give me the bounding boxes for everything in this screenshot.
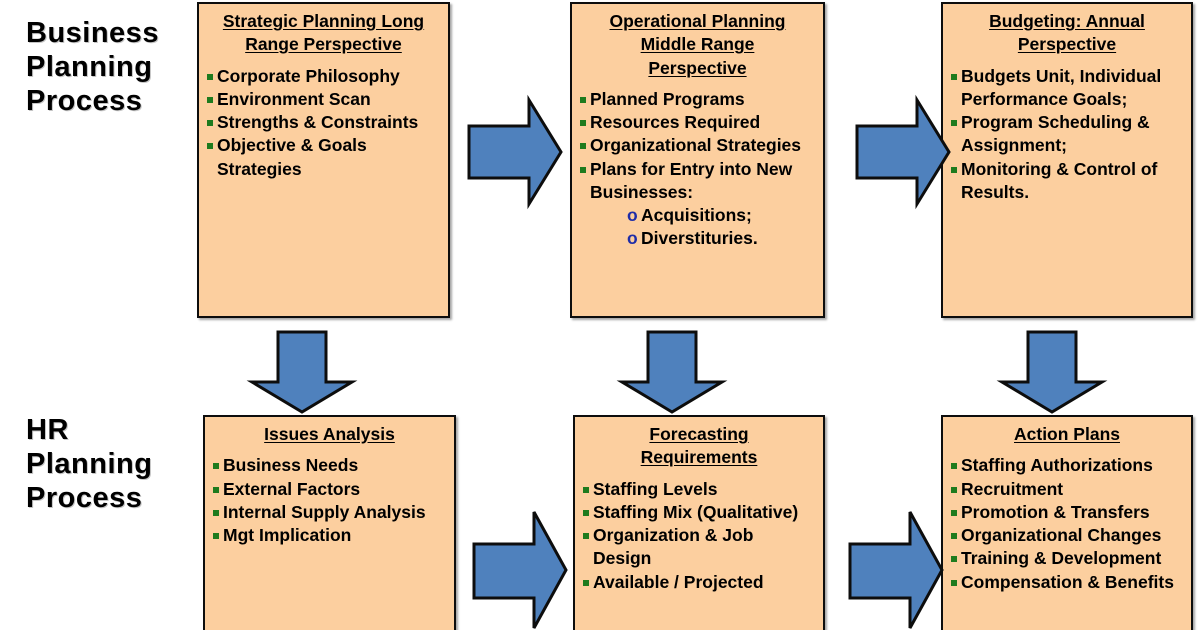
list-item: Environment Scan xyxy=(206,88,441,111)
list-item: Organizational Strategies xyxy=(579,134,816,157)
list-item: Promotion & Transfers xyxy=(950,501,1184,524)
arrow-operational-to-budgeting-icon xyxy=(855,94,951,210)
list-item: Staffing Mix (Qualitative) xyxy=(582,501,816,524)
box-forecasting-requirements[interactable]: Forecasting Requirements Staffing Levels… xyxy=(573,415,825,630)
list-item: Internal Supply Analysis xyxy=(212,501,447,524)
list-item: Strengths & Constraints xyxy=(206,111,441,134)
list-item: Budgets Unit, Individual Performance Goa… xyxy=(950,65,1184,112)
arrow-operational-to-forecasting-icon xyxy=(616,330,728,414)
list-item: Staffing Authorizations xyxy=(950,454,1184,477)
list-item: Diverstituries. xyxy=(579,227,816,251)
list-item: Resources Required xyxy=(579,111,816,134)
box-title-action-plans: Action Plans xyxy=(1014,424,1120,444)
list-item: External Factors xyxy=(212,478,447,501)
box-strategic-planning[interactable]: Strategic Planning Long Range Perspectiv… xyxy=(197,2,450,318)
list-item: Planned Programs xyxy=(579,88,816,111)
arrow-forecasting-to-action-icon xyxy=(848,510,944,630)
box-title-budgeting-annual: Budgeting: Annual Perspective xyxy=(989,11,1145,55)
list-item: Objective & Goals Strategies xyxy=(206,134,441,181)
box-title-strategic-planning: Strategic Planning Long Range Perspectiv… xyxy=(222,11,425,55)
list-item: Business Needs xyxy=(212,454,447,477)
list-item: Plans for Entry into New Businesses: xyxy=(579,158,816,205)
arrow-budgeting-to-action-icon xyxy=(996,330,1108,414)
list-item: Program Scheduling & Assignment; xyxy=(950,111,1184,158)
list-item: Recruitment xyxy=(950,478,1184,501)
list-item: Corporate Philosophy xyxy=(206,65,441,88)
box-title-operational-planning: Operational Planning Middle Range Perspe… xyxy=(609,11,786,78)
box-list-budgeting-annual: Budgets Unit, Individual Performance Goa… xyxy=(950,65,1184,205)
list-item: Monitoring & Control of Results. xyxy=(950,158,1184,205)
list-item: Staffing Levels xyxy=(582,478,816,501)
list-item: Acquisitions; xyxy=(579,204,816,228)
box-title-forecasting-requirements: Forecasting Requirements xyxy=(640,424,758,468)
box-budgeting-annual[interactable]: Budgeting: Annual Perspective Budgets Un… xyxy=(941,2,1193,318)
arrow-issues-to-forecasting-icon xyxy=(472,510,568,630)
row-label-hr-planning-process: HR Planning Process xyxy=(26,414,153,515)
row-label-business-planning-process: Business Planning Process xyxy=(26,17,159,118)
list-item: Organizational Changes xyxy=(950,524,1184,547)
list-item: Available / Projected xyxy=(582,571,816,594)
arrow-strategic-to-operational-icon xyxy=(467,94,563,210)
list-item: Compensation & Benefits xyxy=(950,571,1184,594)
arrow-strategic-to-issues-icon xyxy=(246,330,358,414)
list-item: Mgt Implication xyxy=(212,524,447,547)
list-item: Organization & Job Design xyxy=(582,524,816,571)
box-title-issues-analysis: Issues Analysis xyxy=(264,424,395,444)
list-item: Training & Development xyxy=(950,547,1184,570)
box-operational-planning[interactable]: Operational Planning Middle Range Perspe… xyxy=(570,2,825,318)
